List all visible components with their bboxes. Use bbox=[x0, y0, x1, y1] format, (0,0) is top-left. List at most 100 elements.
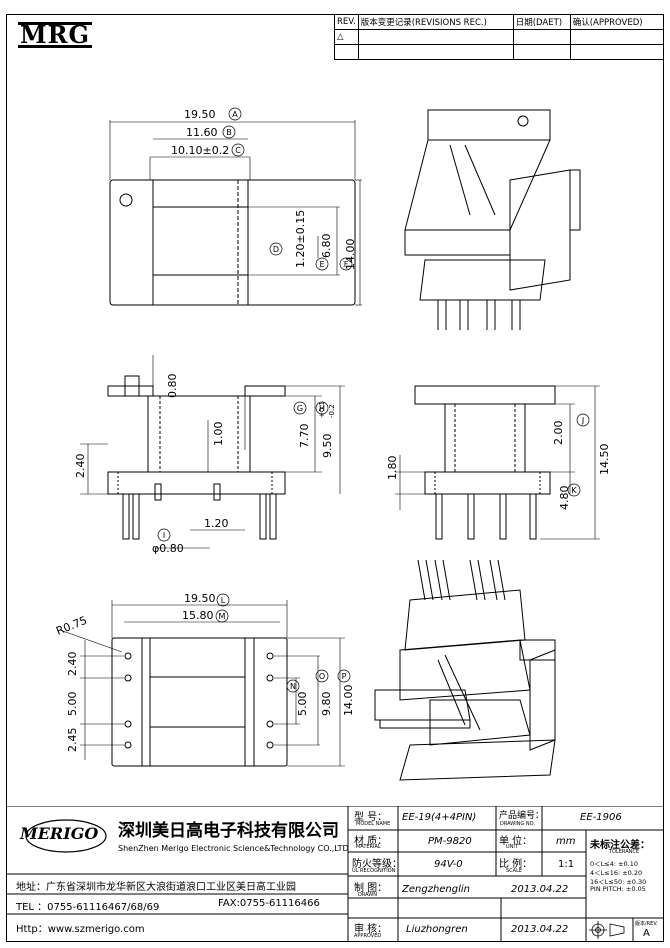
svg-text:A: A bbox=[232, 110, 238, 119]
svg-text:J: J bbox=[581, 416, 584, 425]
svg-text:E: E bbox=[319, 260, 324, 269]
dim-side-14.50: 14.50 bbox=[598, 444, 611, 476]
balloon-b: B bbox=[222, 125, 236, 139]
fire-rating-label-en: UL RECOGNITION bbox=[352, 868, 396, 874]
unit-label-en: UNIT bbox=[506, 844, 518, 850]
dim-front-tol-minus: -0.2 bbox=[328, 404, 336, 418]
merigo-logo-oval bbox=[25, 819, 107, 853]
balloon-l: L bbox=[216, 593, 230, 607]
balloon-f: F bbox=[339, 257, 353, 271]
front-view bbox=[80, 355, 345, 549]
svg-text:P: P bbox=[342, 672, 347, 681]
drawn-label-en: DRAWN bbox=[358, 892, 377, 898]
balloon-c: C bbox=[231, 143, 245, 157]
dim-bottom-2.40: 2.40 bbox=[66, 652, 79, 677]
company-address: 地址：广东省深圳市龙华新区大浪街道浪口工业区美日高工业园 bbox=[16, 882, 296, 893]
company-fax: FAX:0755-61116466 bbox=[218, 898, 320, 909]
dim-front-7.70: 7.70 bbox=[298, 424, 311, 449]
dim-top-10.10: 10.10±0.2 bbox=[171, 144, 229, 157]
balloon-i: I bbox=[157, 528, 171, 542]
dim-front-tol-plus: +0.1 bbox=[318, 401, 326, 418]
balloon-p: P bbox=[337, 669, 351, 683]
projection-symbol-icon bbox=[589, 921, 625, 939]
version-value: A bbox=[643, 928, 650, 939]
side-view bbox=[395, 385, 600, 540]
brand-logo: MRG bbox=[18, 20, 93, 49]
scale-label-en: SCALE bbox=[506, 868, 523, 874]
approved-label-en: APPROVED bbox=[354, 933, 382, 939]
dim-side-2.00: 2.00 bbox=[552, 421, 565, 446]
dim-top-19.50: 19.50 bbox=[184, 108, 216, 121]
model-value: EE-19(4+4PIN) bbox=[402, 812, 477, 823]
balloon-a: A bbox=[228, 107, 242, 121]
drawn-by: Zengzhenglin bbox=[402, 884, 471, 895]
model-label-en: MODEL NAME bbox=[356, 821, 391, 827]
svg-text:O: O bbox=[319, 672, 325, 681]
dim-front-1.00: 1.00 bbox=[212, 422, 225, 447]
balloon-m: M bbox=[215, 609, 229, 623]
approved-label: 审 核： bbox=[354, 924, 388, 935]
tolerance-row-2: 4＜L≤16: ±0.20 bbox=[590, 869, 643, 877]
dim-side-4.80: 4.80 bbox=[558, 486, 571, 511]
dim-side-1.80: 1.80 bbox=[386, 456, 399, 481]
tolerance-row-4: PIN PITCH: ±0.05 bbox=[590, 885, 646, 893]
company-tel: TEL ：0755-61116467/68/69 bbox=[16, 902, 160, 913]
balloon-g: G bbox=[293, 401, 307, 415]
dim-top-6.80: 6.80 bbox=[320, 234, 333, 259]
tolerance-title-en: TOLERANCE bbox=[609, 849, 640, 855]
svg-text:C: C bbox=[235, 146, 241, 155]
balloon-n: N bbox=[286, 679, 300, 693]
engineering-drawing: 19.50 11.60 10.10±0.2 1.20±0.15 6.80 14.… bbox=[54, 107, 611, 781]
tolerance-title: 未标注公差： bbox=[590, 840, 650, 851]
revision-table: REV. 版本变更记录(REVISIONS REC.) 日期(DAET) 确认(… bbox=[334, 14, 665, 60]
title-block: MERIGO 深圳美日高电子科技有限公司 ShenZhen Merigo Ele… bbox=[6, 806, 664, 942]
dim-front-2.40: 2.40 bbox=[74, 454, 87, 479]
company-name-cn: 深圳美日高电子科技有限公司 bbox=[118, 821, 339, 841]
dim-bottom-14.00: 14.00 bbox=[342, 685, 355, 717]
drawing-no-label-en: DRAWING NO. bbox=[500, 821, 535, 827]
merigo-logo-text: MERIGO bbox=[20, 824, 99, 843]
dim-top-14.00: 14.00 bbox=[344, 239, 357, 271]
drawing-no-label: 产品编号： bbox=[499, 811, 545, 821]
dim-front-pin-dia: φ0.80 bbox=[152, 542, 184, 555]
dim-bottom-19.50: 19.50 bbox=[184, 592, 216, 605]
dim-front-1.20: 1.20 bbox=[204, 517, 229, 530]
svg-text:L: L bbox=[221, 596, 226, 605]
bottom-view bbox=[59, 600, 345, 767]
unit-label: 单 位： bbox=[499, 836, 533, 847]
tolerance-row-1: 0＜L≤4: ±0.10 bbox=[590, 860, 639, 868]
dim-bottom-9.80: 9.80 bbox=[320, 692, 333, 717]
company-name-en: ShenZhen Merigo Electronic Science&Techn… bbox=[118, 844, 349, 853]
svg-text:F: F bbox=[344, 260, 349, 269]
isometric-view-bottom bbox=[374, 559, 556, 781]
balloon-k: K bbox=[567, 483, 581, 497]
fire-rating-label: 防火等级： bbox=[352, 859, 402, 870]
dim-top-1.20: 1.20±0.15 bbox=[294, 210, 307, 268]
material-label: 材 质： bbox=[354, 836, 388, 847]
model-label: 型 号： bbox=[354, 812, 388, 823]
svg-text:M: M bbox=[219, 612, 226, 621]
dim-front-0.80: 0.80 bbox=[166, 374, 179, 399]
version-label: 版本/REV. bbox=[635, 921, 658, 927]
svg-text:B: B bbox=[226, 128, 232, 137]
dim-bottom-2.45: 2.45 bbox=[66, 728, 79, 753]
svg-text:H: H bbox=[319, 404, 325, 413]
balloon-h: H bbox=[315, 401, 329, 415]
dim-bottom-5.00-right: 5.00 bbox=[296, 692, 309, 717]
tolerance-row-3: 16＜L≤50: ±0.30 bbox=[590, 878, 647, 886]
top-view bbox=[109, 120, 362, 306]
drawing-no-value: EE-1906 bbox=[580, 812, 622, 823]
company-website: Http：www.szmerigo.com bbox=[16, 924, 145, 935]
scale-label: 比 例： bbox=[499, 859, 533, 870]
scale-value: 1:1 bbox=[558, 859, 575, 870]
drawn-label: 制 图： bbox=[354, 883, 388, 894]
approved-by: Liuzhongren bbox=[406, 924, 468, 935]
balloon-d: D bbox=[269, 242, 283, 256]
svg-text:G: G bbox=[297, 404, 303, 413]
svg-text:N: N bbox=[290, 682, 296, 691]
balloon-o: O bbox=[315, 669, 329, 683]
dim-front-9.50: 9.50 bbox=[321, 434, 334, 459]
balloon-e: E bbox=[315, 257, 329, 271]
approved-date: 2013.04.22 bbox=[511, 924, 569, 935]
dim-bottom-15.80: 15.80 bbox=[182, 609, 214, 622]
